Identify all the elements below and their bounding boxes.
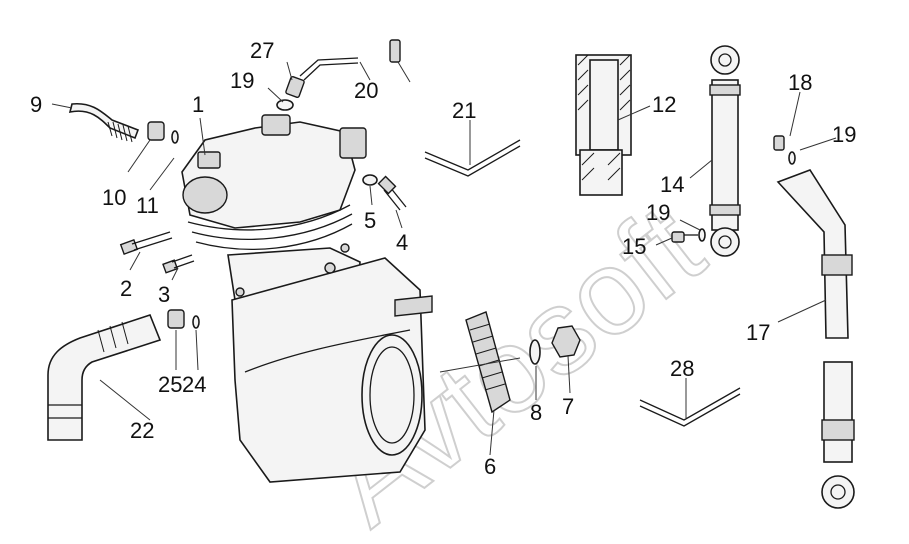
callout-22: 22 xyxy=(130,418,154,443)
callout-19-top: 19 xyxy=(230,68,254,93)
part-10-nut xyxy=(147,121,165,141)
callout-9: 9 xyxy=(30,92,42,117)
part-25-fitting xyxy=(285,76,305,98)
part-19-washer-top xyxy=(276,99,294,111)
callout-19-right: 19 xyxy=(832,122,856,147)
callout-7: 7 xyxy=(562,394,574,419)
part-15-bolt xyxy=(671,231,698,243)
part-5-washer xyxy=(362,174,378,186)
part-3-bolt xyxy=(162,254,195,274)
callout-10: 10 xyxy=(102,185,126,210)
callout-1: 1 xyxy=(192,92,204,117)
part-23-washer xyxy=(192,315,200,329)
part-19-washer-mid xyxy=(698,228,706,242)
part-14-hose xyxy=(709,45,741,257)
callout-15: 15 xyxy=(622,234,646,259)
part-6-gear xyxy=(439,311,521,414)
callout-21: 21 xyxy=(452,98,476,123)
part-28-clip xyxy=(389,39,401,63)
part-12-fitting-section xyxy=(575,54,632,196)
callout-23: 24 xyxy=(182,372,206,397)
part-4-bolt xyxy=(377,175,407,211)
part-8-washer xyxy=(529,339,541,365)
callout-12: 12 xyxy=(652,92,676,117)
callout-20: 20 xyxy=(354,78,378,103)
callout-5: 5 xyxy=(364,208,376,233)
part-compressor-crankcase xyxy=(227,243,433,483)
part-7-nut xyxy=(551,325,581,358)
callout-17: 17 xyxy=(746,320,770,345)
callout-14: 14 xyxy=(660,172,684,197)
part-20-tube xyxy=(299,57,359,81)
part-24-nut xyxy=(167,309,185,329)
leader-lines xyxy=(51,61,837,456)
part-2-bolt xyxy=(119,231,173,255)
callout-18: 18 xyxy=(788,70,812,95)
part-22-elbow-hose xyxy=(47,314,162,441)
part-27-tube xyxy=(639,387,741,427)
callout-11: 11 xyxy=(136,193,159,218)
callout-24: 25 xyxy=(158,372,182,397)
part-9-hose xyxy=(68,102,140,143)
callout-2: 2 xyxy=(120,276,132,301)
callout-6: 6 xyxy=(484,454,496,479)
callout-8: 8 xyxy=(530,400,542,425)
callout-3: 3 xyxy=(158,282,170,307)
part-18-bolt xyxy=(773,135,785,151)
callout-25: 27 xyxy=(250,38,274,63)
part-1-compressor-head xyxy=(181,114,367,250)
part-21-tube xyxy=(424,139,521,177)
part-19-washer-right xyxy=(788,151,796,165)
callout-4: 4 xyxy=(396,230,408,255)
callout-19-mid: 19 xyxy=(646,200,670,225)
part-17-hose xyxy=(776,169,855,509)
callout-27: 28 xyxy=(670,356,694,381)
part-11-washer xyxy=(171,130,179,144)
callout-labels: 9 1 10 11 2 3 5 4 27 19 20 21 12 14 19 1… xyxy=(30,38,856,479)
